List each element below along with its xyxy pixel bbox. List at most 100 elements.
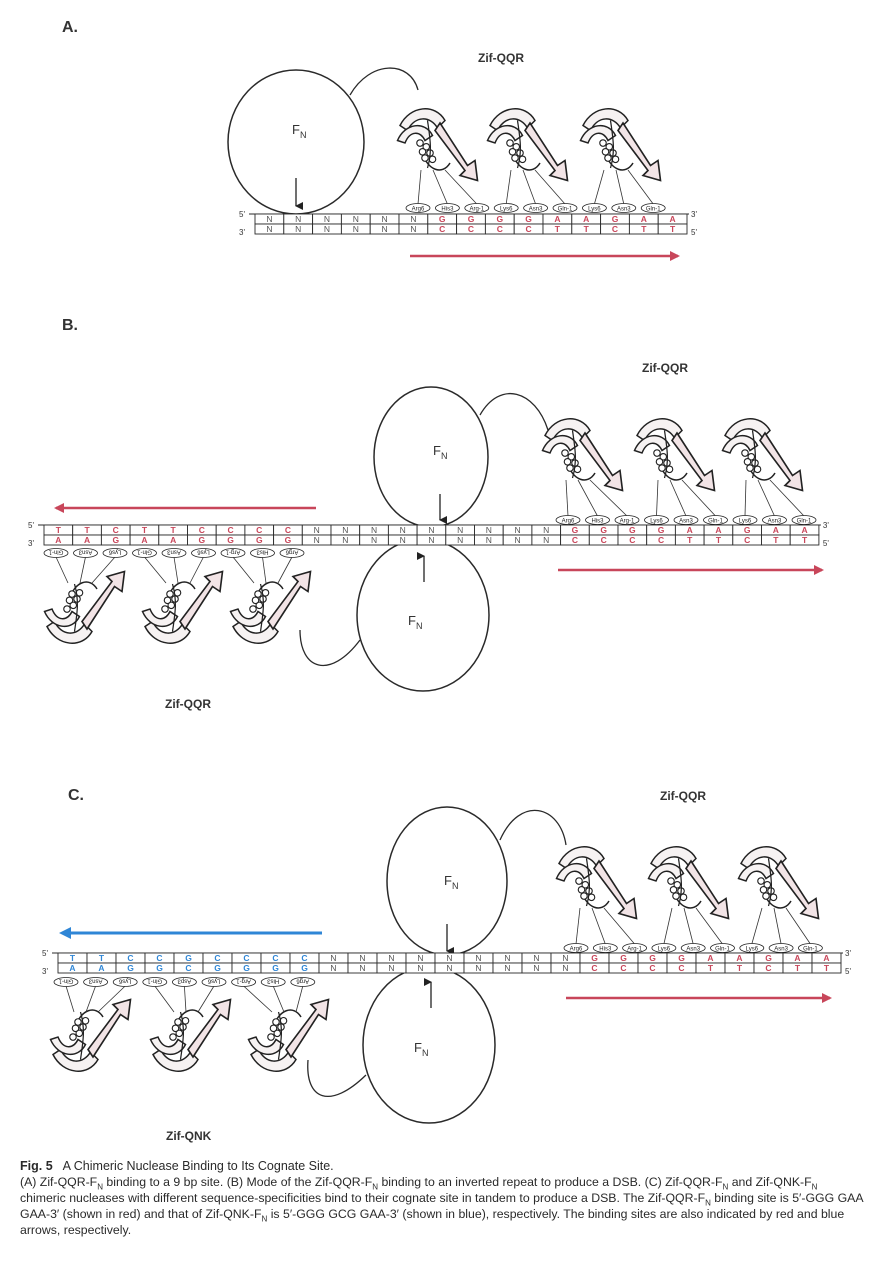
base-top: N — [324, 214, 330, 224]
residue-ellipse — [290, 977, 316, 987]
base-bottom: T — [641, 224, 647, 234]
base-top: N — [562, 953, 568, 963]
base-cell-bottom — [789, 534, 820, 546]
residue-ellipse — [585, 515, 610, 525]
zinc-site-atom — [659, 452, 668, 461]
zinc-site-atom — [581, 880, 590, 889]
zinc-site-atom — [561, 449, 569, 457]
contact-line — [744, 479, 747, 517]
zinc-site-atom — [511, 154, 519, 162]
alpha-helix — [81, 570, 126, 631]
residue-tag: Lys6 — [201, 977, 227, 987]
zinc-finger-motif — [149, 998, 232, 1072]
zinc-site-atom — [747, 452, 756, 461]
base-top: A — [670, 214, 676, 224]
backbone — [426, 120, 431, 169]
base-top: N — [475, 953, 481, 963]
base-bottom: N — [371, 535, 377, 545]
residue-label: Arg6 — [285, 549, 298, 555]
alpha-helix — [187, 998, 232, 1059]
alpha-helix — [267, 570, 312, 631]
contact-line — [757, 479, 775, 517]
zinc-site-atom — [75, 1029, 84, 1038]
base-top: G — [496, 214, 503, 224]
base-top: C — [156, 953, 162, 963]
beta-strand — [247, 1036, 285, 1055]
residue-tag: Arg6 — [563, 943, 589, 953]
residue-tag: Arg-1 — [231, 977, 257, 987]
zinc-site-atom — [74, 1018, 82, 1026]
base-top: C — [243, 953, 249, 963]
residue-ellipse — [171, 977, 197, 987]
base-bottom: N — [562, 963, 568, 973]
backbone — [179, 1011, 184, 1060]
zinc-site-atom — [163, 596, 172, 605]
residue-label: Asn3 — [78, 549, 92, 555]
base-bottom: C — [649, 963, 655, 973]
base-top: A — [736, 953, 742, 963]
base-top: A — [583, 214, 589, 224]
residue-label: Arg6 — [296, 978, 309, 984]
dna-duplex: 5'3'3'5'TATACGCGGCCGCGCGCGNNNNNNNNNNNNNN… — [42, 949, 851, 976]
base-bottom: N — [324, 224, 330, 234]
base-top: N — [295, 214, 301, 224]
zinc-site-atom — [577, 885, 586, 894]
contact-line — [615, 169, 625, 205]
five-prime-label: 5' — [42, 949, 48, 958]
base-top: T — [171, 525, 177, 535]
linker-top — [479, 393, 549, 431]
contact-line — [589, 479, 628, 517]
residue-label: Gln-1 — [715, 947, 730, 953]
base-top: N — [504, 953, 510, 963]
residue-ellipse — [102, 548, 128, 558]
contact-line — [184, 985, 187, 1013]
base-top: G — [525, 214, 532, 224]
base-top: G — [765, 953, 772, 963]
base-top: N — [266, 214, 272, 224]
beta-strand — [486, 125, 524, 144]
zinc-site-atom — [69, 1033, 77, 1041]
base-top: A — [794, 953, 800, 963]
backbone — [677, 858, 682, 907]
residue-tag: Asn3 — [83, 977, 108, 987]
base-bottom: N — [359, 963, 365, 973]
residue-tag: His3 — [260, 977, 286, 987]
residue-ellipse — [83, 977, 108, 987]
residue-ellipse — [673, 515, 699, 525]
residue-tag: Gln-1 — [791, 515, 817, 525]
residue-ellipse — [563, 943, 589, 953]
base-top: G — [439, 214, 446, 224]
alpha-helix — [593, 859, 638, 920]
zinc-finger-motif — [247, 998, 330, 1072]
beta-strand — [579, 125, 617, 144]
residue-tag: Gln-1 — [132, 548, 157, 558]
residue-label: Arg6 — [562, 519, 575, 525]
base-top: N — [486, 525, 492, 535]
residue-ellipse — [552, 203, 578, 213]
base-top: A — [823, 953, 829, 963]
backbone — [663, 430, 668, 479]
residue-tag: Arg-1 — [622, 943, 647, 953]
contact-line — [197, 985, 215, 1013]
residue-label: Lys6 — [108, 549, 121, 555]
base-top: G — [572, 525, 579, 535]
five-prime-label: 5' — [28, 521, 34, 530]
contact-line — [65, 985, 75, 1013]
alpha-helix — [179, 570, 224, 631]
contact-line — [681, 479, 716, 517]
base-bottom: N — [410, 224, 416, 234]
residue-ellipse — [231, 977, 257, 987]
zinc-site-atom — [71, 1024, 80, 1033]
residue-tag: His3 — [585, 515, 610, 525]
fn-label: FN — [292, 122, 306, 140]
residue-ellipse — [112, 977, 138, 987]
base-top: A — [707, 953, 713, 963]
base-bottom: T — [824, 963, 830, 973]
zinc-site-atom — [563, 457, 572, 466]
contact-line — [232, 556, 255, 584]
backbone — [767, 858, 772, 907]
residue-label: Gln-1 — [137, 549, 152, 555]
backbone — [516, 120, 521, 169]
five-prime-label-right: 5' — [845, 967, 851, 976]
residue-ellipse — [279, 548, 305, 558]
